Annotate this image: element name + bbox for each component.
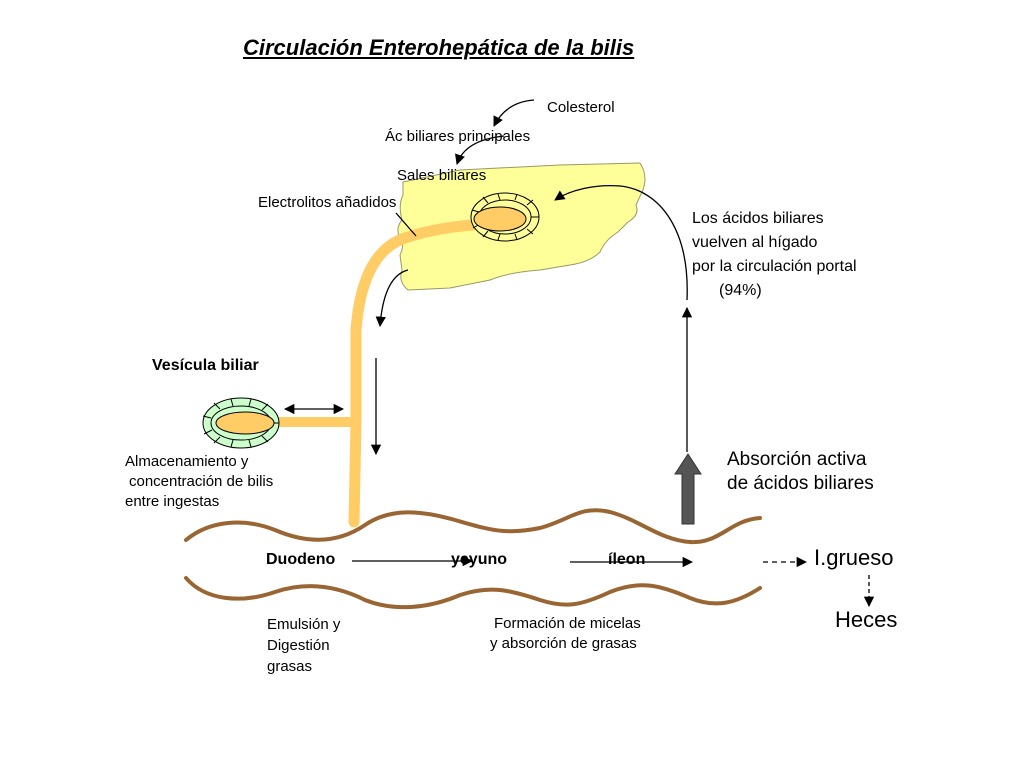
active-absorption-arrow xyxy=(674,453,702,525)
emulsion-line-1: Emulsión y xyxy=(267,616,341,633)
portal-return-line-3: por la circulación portal xyxy=(692,258,857,275)
acids-to-liver-arrow xyxy=(455,135,505,165)
portal-return-line-1: Los ácidos biliares xyxy=(692,210,824,227)
micelles-line-1: Formación de micelas xyxy=(494,615,641,632)
label-ac-biliares: Ác biliares principales xyxy=(385,128,531,145)
intestine-upper-wall xyxy=(184,508,762,545)
micelles-line-2: y absorción de grasas xyxy=(490,635,637,652)
label-micelas: Formación de micelas y absorción de gras… xyxy=(490,614,641,654)
cholesterol-arrow xyxy=(493,99,535,127)
absorption-line-2: de ácidos biliares xyxy=(727,473,874,494)
bile-duct xyxy=(348,218,496,528)
label-portal-return: Los ácidos biliares vuelven al hígado po… xyxy=(692,207,857,303)
label-sales-biliares: Sales biliares xyxy=(397,167,487,184)
storage-line-1: Almacenamiento y xyxy=(125,453,249,470)
electrolytes-pointer xyxy=(395,212,417,237)
absorption-line-1: Absorción activa xyxy=(727,449,867,470)
storage-line-2: concentración de bilis xyxy=(129,473,274,490)
gallbladder-shape xyxy=(202,397,280,449)
portal-return-arrow xyxy=(554,184,688,301)
label-colesterol: Colesterol xyxy=(547,99,615,116)
label-grueso: I.grueso xyxy=(814,545,894,570)
storage-line-3: entre ingestas xyxy=(125,493,220,510)
portal-return-line-4: (94%) xyxy=(719,282,762,299)
hepatic-bile-pool xyxy=(470,192,540,242)
label-absorcion: Absorción activa de ácidos biliares xyxy=(727,448,874,496)
bile-out-arrow xyxy=(375,269,409,328)
label-vesicula: Vesícula biliar xyxy=(152,357,259,374)
emulsion-line-3: grasas xyxy=(267,658,313,675)
label-ileon: íleon xyxy=(608,551,646,568)
label-heces: Heces xyxy=(835,607,898,632)
intestine-lower-wall xyxy=(184,576,762,610)
label-almacenamiento: Almacenamiento y concentración de bilis … xyxy=(125,452,273,512)
emulsion-line-2: Digestión xyxy=(267,637,330,654)
portal-return-line-2: vuelven al hígado xyxy=(692,234,818,251)
label-electrolitos: Electrolitos añadidos xyxy=(258,194,397,211)
label-duodeno: Duodeno xyxy=(266,551,336,568)
label-yeyuno: yeyuno xyxy=(451,551,508,568)
label-emulsion: Emulsión y Digestión grasas xyxy=(267,614,340,677)
diagram-title: Circulación Enterohepática de la bilis xyxy=(243,35,635,60)
